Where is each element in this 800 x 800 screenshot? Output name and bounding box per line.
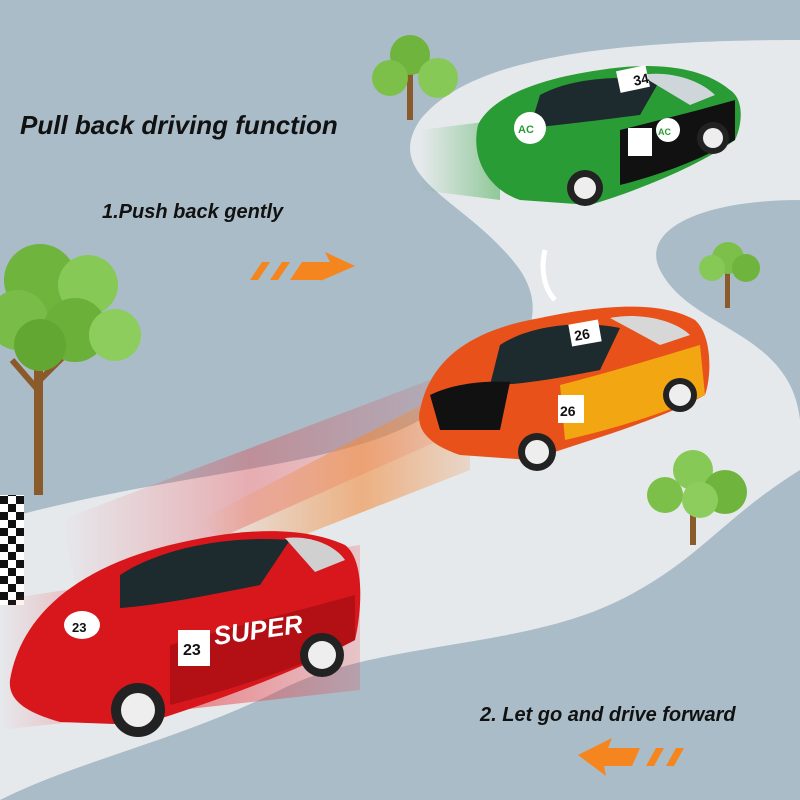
- road-mark: [540, 249, 557, 302]
- svg-text:26: 26: [560, 403, 576, 419]
- tree-icon: [647, 450, 747, 545]
- tree-icon: [372, 35, 458, 120]
- step2-caption: 2. Let go and drive forward: [480, 704, 736, 726]
- arrow-left-icon: [578, 738, 684, 776]
- svg-text:AC: AC: [658, 127, 671, 137]
- headline-caption: Pull back driving function: [20, 110, 338, 140]
- tree-icon: [699, 242, 760, 308]
- car-orange: 26 26: [419, 306, 710, 471]
- tree-icon: [0, 244, 141, 495]
- step1-caption: 1.Push back gently: [102, 201, 284, 223]
- arrow-right-icon: [250, 252, 355, 282]
- svg-text:23: 23: [72, 620, 86, 635]
- svg-text:AC: AC: [518, 124, 534, 136]
- car-green: 34 AC AC: [476, 65, 741, 206]
- car-red: 23 23 SUPER: [9, 531, 361, 737]
- checkered-flag-icon: [0, 495, 24, 605]
- svg-text:23: 23: [183, 642, 201, 659]
- svg-text:34: 34: [632, 70, 651, 89]
- svg-text:26: 26: [573, 325, 591, 343]
